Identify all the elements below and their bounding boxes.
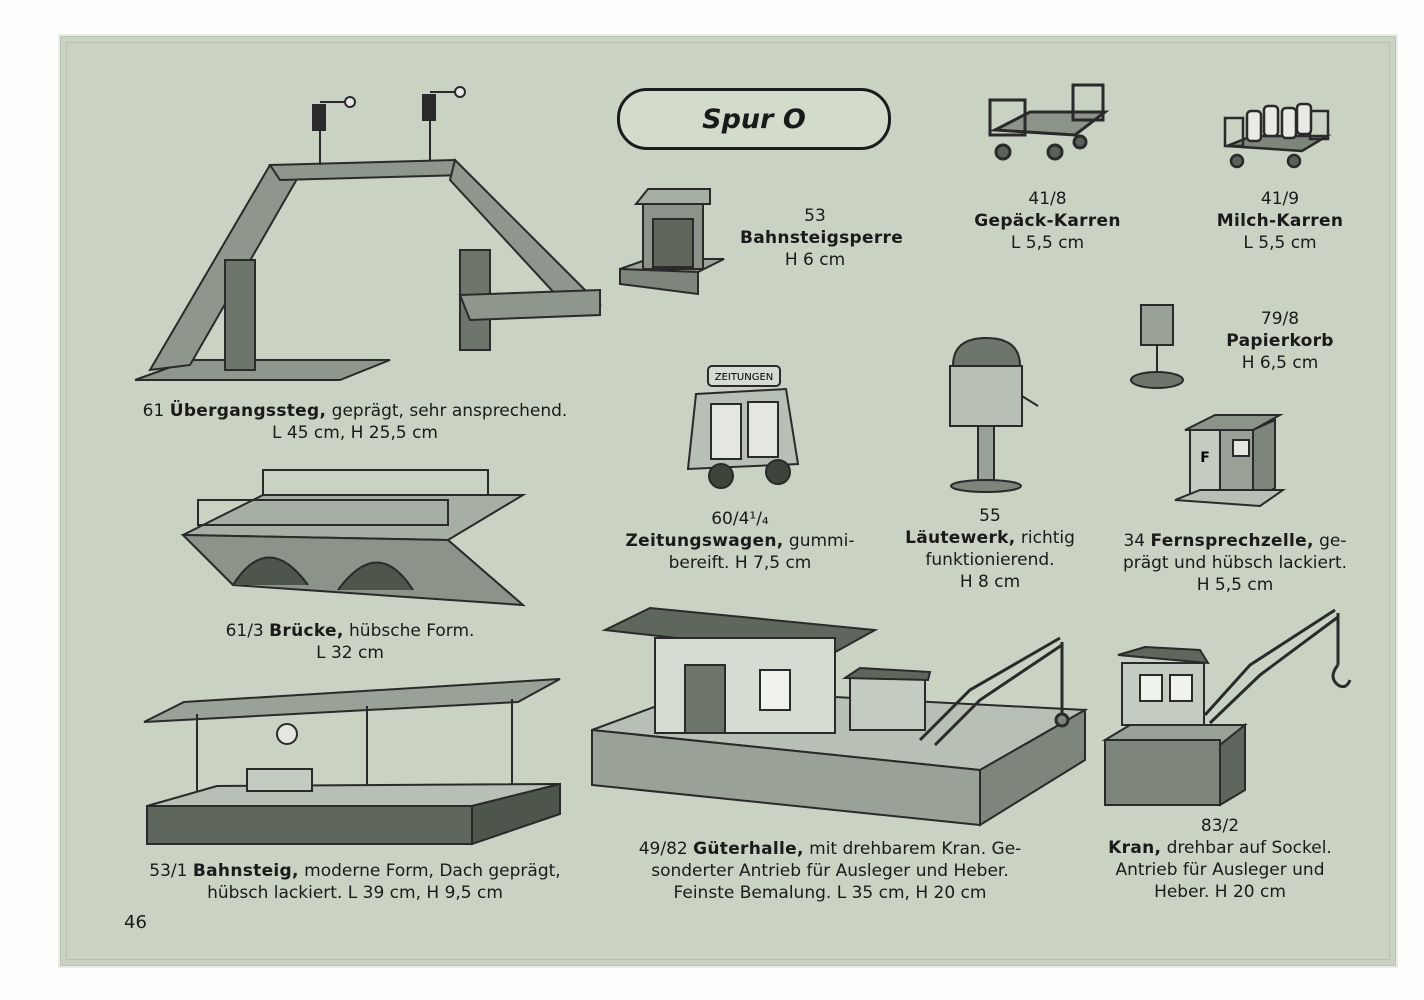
page-title: Spur O <box>702 103 806 135</box>
bahnsteig-illustration <box>143 678 561 846</box>
zeitungen-sign: ZEITUNGEN <box>715 372 774 383</box>
milch-karren-caption: 41/9 Milch-Karren L 5,5 cm <box>1216 189 1344 253</box>
bahnsteigsperre-caption: 53 Bahnsteigsperre H 6 cm <box>740 206 904 270</box>
bruecke-illustration <box>180 469 527 607</box>
page-title-box: Spur O <box>617 88 891 150</box>
uebergangssteg-illustration <box>134 86 603 381</box>
laeutewerk-caption: 55 Läutewerk, richtig funktionierend. H … <box>905 506 1075 592</box>
bruecke-caption: 61/3 Brücke, hübsche Form. L 32 cm <box>225 621 475 663</box>
bahnsteig-caption: 53/1 Bahnsteig, moderne Form, Dach geprä… <box>149 861 561 903</box>
zeitungswagen-caption: 60/4¹/₄ Zeitungswagen, gummi- bereift. H… <box>625 509 855 573</box>
gueterhalle-illustration <box>591 606 1089 827</box>
zeitungswagen-illustration: ZEITUNGEN <box>686 365 800 489</box>
gueterhalle-caption: 49/82 Güterhalle, mit drehbarem Kran. Ge… <box>638 839 1022 903</box>
page-frame <box>66 42 1390 960</box>
phone-sign: F <box>1200 450 1210 466</box>
kran-caption: 83/2 Kran, drehbar auf Sockel. Antrieb f… <box>1108 816 1332 902</box>
bahnsteigsperre-illustration <box>619 188 725 296</box>
kran-illustration <box>1101 608 1352 807</box>
fernsprechzelle-illustration: F <box>1174 414 1287 508</box>
page-number: 46 <box>124 912 147 933</box>
papierkorb-illustration <box>1130 304 1184 389</box>
fernsprechzelle-caption: 34 Fernsprechzelle, ge- prägt und hübsch… <box>1122 531 1348 595</box>
gepaeck-karren-illustration <box>988 83 1110 161</box>
gepaeck-karren-caption: 41/8 Gepäck-Karren L 5,5 cm <box>974 189 1121 253</box>
uebergangssteg-caption: 61 Übergangssteg, geprägt, sehr ansprech… <box>142 401 568 443</box>
laeutewerk-illustration <box>949 336 1039 493</box>
milch-karren-illustration <box>1223 102 1332 169</box>
papierkorb-caption: 79/8 Papierkorb H 6,5 cm <box>1226 309 1334 373</box>
